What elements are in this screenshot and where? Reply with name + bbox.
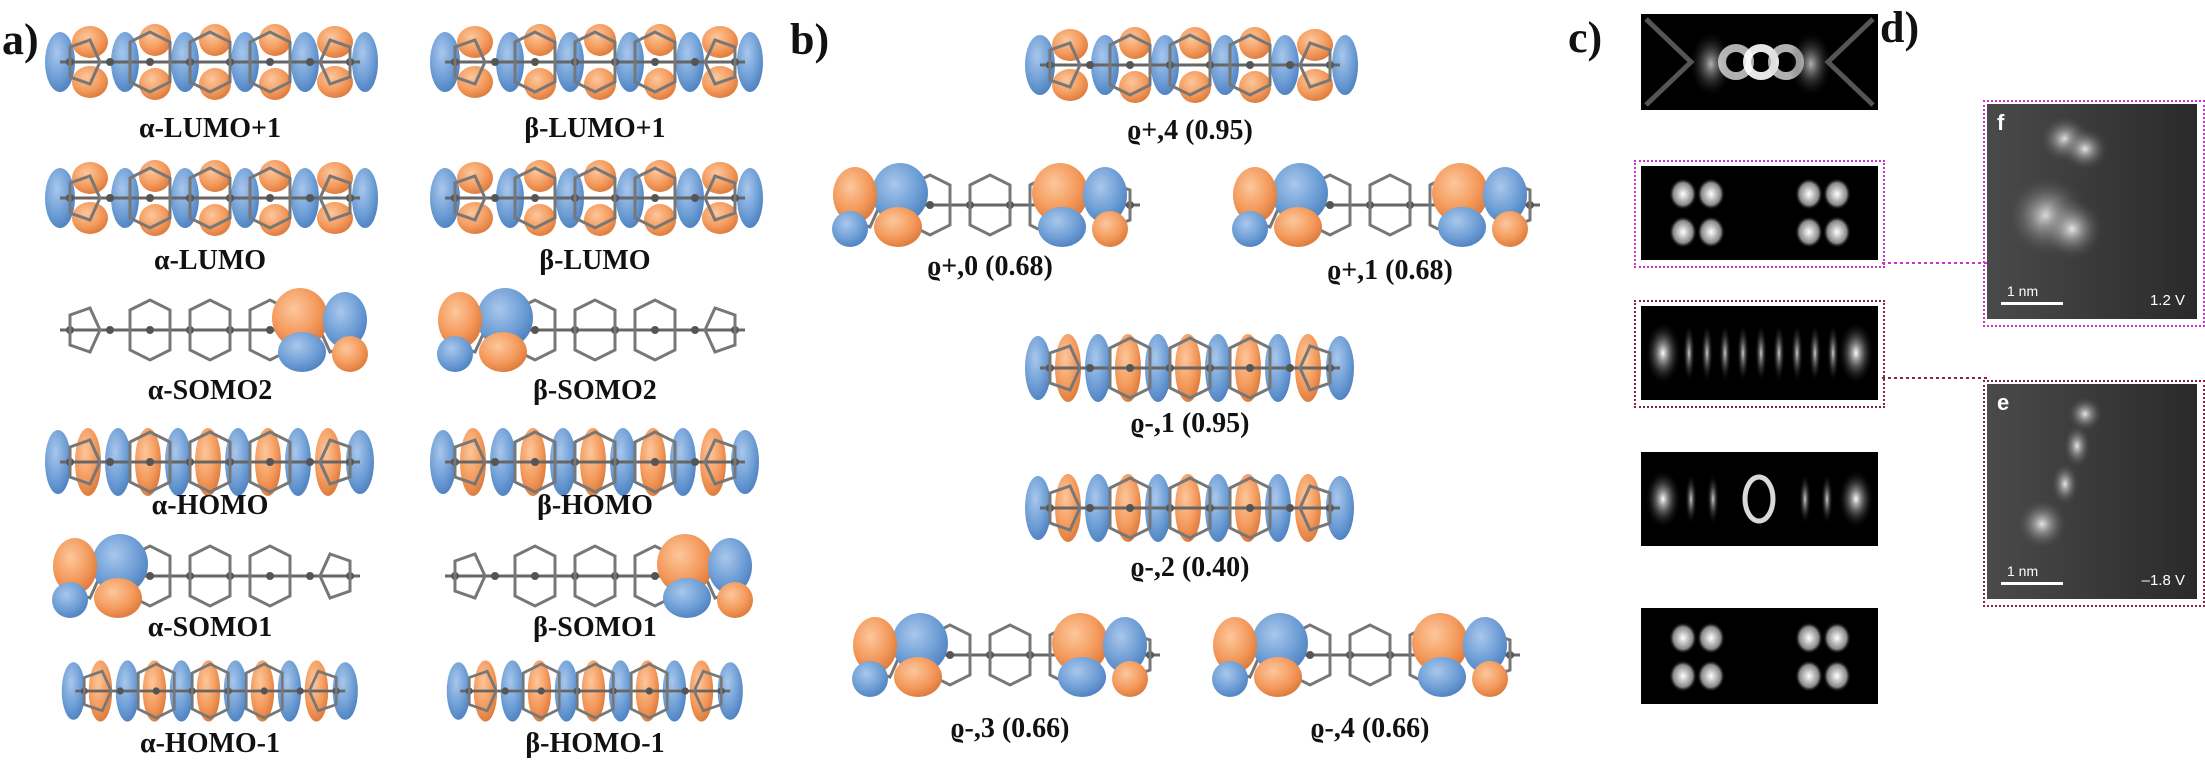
orbital-beta-homo-minus1 bbox=[425, 646, 770, 736]
orbital-alpha-somo1 bbox=[40, 526, 385, 626]
scale-bar bbox=[2001, 582, 2063, 585]
orbital-rho-plus0 bbox=[820, 155, 1165, 255]
panel-label-b: b) bbox=[790, 15, 830, 64]
panel-label-a: a) bbox=[2, 15, 39, 64]
scale-bar bbox=[2001, 302, 2063, 305]
orbital-beta-lumo-plus1 bbox=[425, 12, 770, 112]
orbital-label: β-SOMO1 bbox=[533, 612, 657, 643]
orbital-rho-plus4 bbox=[1020, 15, 1365, 115]
orbital-label: β-SOMO2 bbox=[533, 375, 657, 406]
scale-label: 1 nm bbox=[2007, 563, 2039, 579]
orbital-beta-somo2 bbox=[425, 280, 770, 380]
highlight-frame-magenta bbox=[1634, 160, 1885, 268]
orbital-alpha-lumo-plus1 bbox=[40, 12, 385, 112]
orbital-label: ϱ+,0 (0.68) bbox=[927, 251, 1053, 282]
orbital-alpha-homo-minus1 bbox=[40, 646, 385, 736]
simulated-map-4 bbox=[1641, 452, 1878, 546]
orbital-label: β-LUMO+1 bbox=[524, 113, 666, 144]
orbital-label: β-HOMO-1 bbox=[525, 728, 665, 759]
orbital-beta-lumo bbox=[425, 148, 770, 248]
simulated-map-2 bbox=[1641, 166, 1878, 260]
orbital-label: ϱ-,4 (0.66) bbox=[1310, 713, 1430, 744]
orbital-alpha-lumo bbox=[40, 148, 385, 248]
orbital-label: α-SOMO1 bbox=[147, 612, 273, 643]
orbital-beta-somo1 bbox=[425, 526, 770, 626]
orbital-rho-minus3 bbox=[840, 605, 1185, 705]
orbital-label: α-SOMO2 bbox=[147, 375, 273, 406]
orbital-label: ϱ-,2 (0.40) bbox=[1130, 552, 1250, 583]
stm-frame-f bbox=[1983, 100, 2205, 327]
orbital-label: α-LUMO bbox=[153, 245, 267, 276]
orbital-rho-minus4 bbox=[1200, 605, 1545, 705]
simulated-map-5 bbox=[1641, 608, 1878, 704]
orbital-rho-plus1 bbox=[1220, 155, 1565, 255]
bias-voltage: 1.2 V bbox=[2149, 292, 2185, 309]
bias-voltage: –1.8 V bbox=[2141, 572, 2185, 589]
stm-letter: f bbox=[1997, 110, 2005, 135]
orbital-label: ϱ-,1 (0.95) bbox=[1130, 408, 1250, 439]
orbital-rho-minus2 bbox=[1020, 458, 1365, 558]
highlight-frame-maroon bbox=[1634, 300, 1885, 408]
connector-lines bbox=[1882, 262, 1988, 379]
panel-label-c: c) bbox=[1568, 13, 1603, 62]
orbital-label: α-HOMO-1 bbox=[139, 728, 281, 759]
orbital-label: ϱ+,4 (0.95) bbox=[1127, 115, 1253, 146]
orbital-label: ϱ-,3 (0.66) bbox=[950, 713, 1070, 744]
simulated-map-1 bbox=[1641, 14, 1878, 110]
orbital-label: α-LUMO+1 bbox=[138, 113, 281, 144]
simulated-map-3 bbox=[1641, 306, 1878, 400]
orbital-alpha-somo2 bbox=[40, 280, 385, 380]
panel-label-d: d) bbox=[1880, 3, 1920, 52]
scale-label: 1 nm bbox=[2007, 283, 2039, 299]
stm-image-e: e 1 nm –1.8 V bbox=[1987, 384, 2197, 599]
orbital-label: α-HOMO bbox=[151, 490, 269, 521]
stm-letter: e bbox=[1997, 390, 2010, 415]
orbital-rho-minus1 bbox=[1020, 318, 1365, 418]
orbital-label: β-LUMO bbox=[539, 245, 651, 276]
stm-frame-e bbox=[1983, 380, 2205, 607]
stm-image-f: f 1 nm 1.2 V bbox=[1987, 104, 2197, 319]
orbital-label: β-HOMO bbox=[537, 490, 653, 521]
orbital-label: ϱ+,1 (0.68) bbox=[1327, 255, 1453, 286]
